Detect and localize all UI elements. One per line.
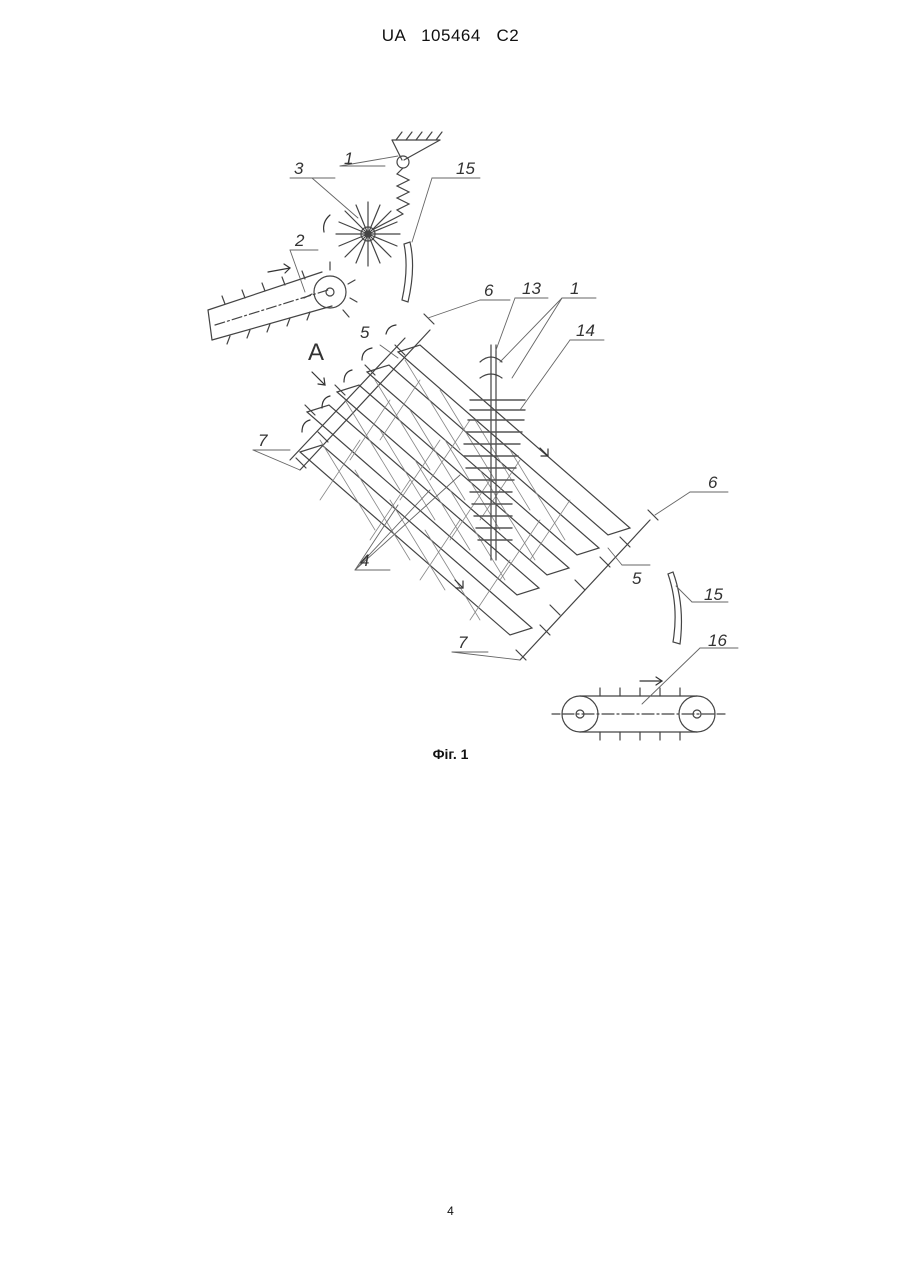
- numeral-15-right: 15: [704, 585, 723, 604]
- numeral-7-bottom: 7: [458, 633, 468, 652]
- numeral-1-top: 1: [344, 149, 353, 168]
- numeral-5-top: 5: [360, 323, 370, 342]
- numeral-13: 13: [522, 279, 541, 298]
- numeral-14: 14: [576, 321, 595, 340]
- numeral-3: 3: [294, 159, 304, 178]
- numeral-6-top: 6: [484, 281, 494, 300]
- figure-caption: Фіг. 1: [0, 746, 901, 762]
- numeral-5-right: 5: [632, 569, 642, 588]
- numeral-15-top: 15: [456, 159, 475, 178]
- outfeed-conveyor: [552, 688, 725, 740]
- brush-drum: [336, 202, 400, 266]
- infeed-conveyor: [208, 262, 357, 344]
- page-number: 4: [0, 1204, 901, 1218]
- numeral-16: 16: [708, 631, 727, 650]
- numeral-6-right: 6: [708, 473, 718, 492]
- numeral-1-mid: 1: [570, 279, 579, 298]
- numeral-7-left: 7: [258, 431, 268, 450]
- guide-plate-bottom: [668, 572, 681, 644]
- numeral-4: 4: [360, 551, 369, 570]
- view-label-a: А: [308, 339, 324, 366]
- numeral-2: 2: [294, 231, 305, 250]
- guide-plate-top: [402, 242, 413, 302]
- roller-assembly: [290, 314, 658, 660]
